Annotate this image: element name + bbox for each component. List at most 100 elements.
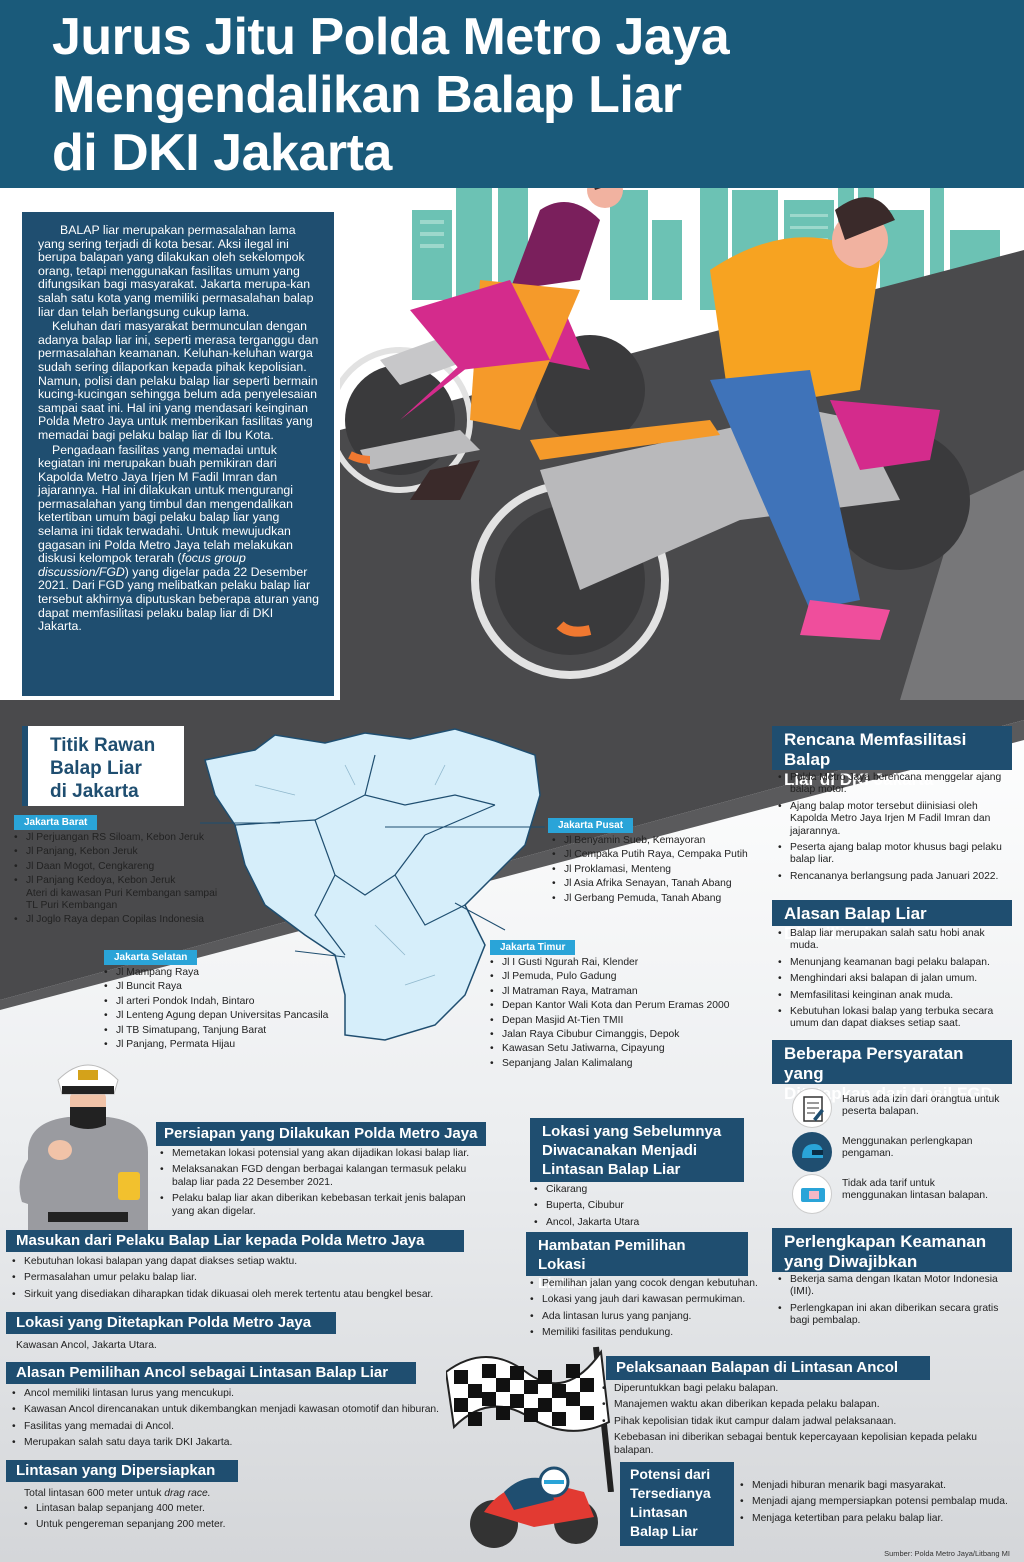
list-item: Cikarang	[534, 1184, 744, 1197]
list-item: Jl Pemuda, Pulo Gadung	[490, 971, 730, 984]
alasan-ancol-list: Ancol memiliki lintasan lurus yang mencu…	[12, 1388, 452, 1454]
titik-rawan-title: Titik Rawan Balap Liar di Jakarta	[22, 726, 184, 806]
list-item: Jl Daan Mogot, Cengkareng	[14, 861, 234, 874]
list-item: Pihak kepolisian tidak ikut campur dalam…	[602, 1416, 1014, 1429]
jakarta-pusat-label: Jakarta Pusat	[548, 818, 634, 833]
racing-riders-illustration	[340, 170, 970, 679]
list-item: Fasilitas yang memadai di Ancol.	[12, 1421, 452, 1434]
persyaratan-item: Menggunakan perlengkapan pengaman.	[842, 1136, 973, 1159]
list-item: Ancol, Jakarta Utara	[534, 1217, 744, 1230]
lintasan-total: Total lintasan 600 meter untuk drag race…	[24, 1488, 211, 1499]
list-item: Ajang balap motor tersebut diinisiasi ol…	[778, 801, 1008, 838]
persiapan-title: Persiapan yang Dilakukan Polda Metro Jay…	[156, 1122, 486, 1146]
list-item: Sepanjang Jalan Kalimalang	[490, 1058, 730, 1071]
title-line-1: Jurus Jitu Polda Metro Jaya	[52, 8, 730, 66]
list-item: Perlengkapan ini akan diberikan secara g…	[778, 1303, 1010, 1328]
list-item: Jl Panjang, Permata Hijau	[104, 1039, 344, 1052]
hambatan-list: Pemilihan jalan yang cocok dengan kebutu…	[530, 1278, 760, 1344]
list-item: Jl I Gusti Ngurah Rai, Klender	[490, 957, 730, 970]
list-item: Permasalahan umur pelaku balap liar.	[12, 1272, 467, 1285]
list-item: Ada lintasan lurus yang panjang.	[530, 1311, 760, 1324]
lokasi-ditetapkan-title: Lokasi yang Ditetapkan Polda Metro Jaya	[6, 1312, 336, 1334]
list-item: Kawasan Setu Jatiwarna, Cipayung	[490, 1043, 730, 1056]
document-icon	[792, 1088, 832, 1128]
list-item: Manajemen waktu akan diberikan kepada pe…	[602, 1399, 1014, 1412]
list-item: Depan Masjid At-Tien TMII	[490, 1015, 730, 1028]
list-item: Ancol memiliki lintasan lurus yang mencu…	[12, 1388, 452, 1401]
list-item: Kawasan Ancol direncanakan untuk dikemba…	[12, 1404, 452, 1417]
jakarta-barat-label: Jakarta Barat	[14, 815, 98, 830]
list-item: Jl Panjang, Kebon Jeruk	[14, 846, 234, 859]
list-item: Merupakan salah satu daya tarik DKI Jaka…	[12, 1437, 452, 1450]
potensi-list: Menjadi hiburan menarik bagi masyarakat.…	[740, 1480, 1020, 1529]
list-item: Jl Buncit Raya	[104, 981, 344, 994]
list-item: Jl Joglo Raya depan Copilas Indonesia	[14, 914, 234, 927]
list-item: Menghindari aksi balapan di jalan umum.	[778, 973, 1010, 986]
jakarta-map	[200, 728, 545, 1041]
list-item: Jalan Raya Cibubur Cimanggis, Depok	[490, 1029, 730, 1042]
list-item: Lokasi yang jauh dari kawasan permukiman…	[530, 1294, 760, 1307]
list-item: Memfasilitasi keinginan anak muda.	[778, 990, 1010, 1003]
list-item: Menjaga ketertiban para pelaku balap lia…	[740, 1513, 1020, 1526]
list-item: Diperuntukkan bagi pelaku balapan.	[602, 1383, 1014, 1396]
list-item: Menjadi ajang mempersiapkan potensi pemb…	[740, 1496, 1020, 1509]
jakarta-timur-list: Jl I Gusti Ngurah Rai, Klender Jl Pemuda…	[490, 957, 730, 1072]
list-item: Polda Metro Jaya berencana menggelar aja…	[778, 772, 1008, 797]
title-line-3: di DKI Jakarta	[52, 124, 392, 182]
lokasi-sebelumnya-list: Cikarang Buperta, Cibubur Ancol, Jakarta…	[534, 1184, 744, 1233]
perlengkapan-list: Bekerja sama dengan Ikatan Motor Indones…	[778, 1274, 1010, 1332]
list-item: Jl Benyamin Sueb, Kemayoran	[552, 835, 767, 848]
list-item: Buperta, Cibubur	[534, 1200, 744, 1213]
lintasan-title: Lintasan yang Dipersiapkan	[6, 1460, 238, 1482]
racer-illustration	[470, 1466, 598, 1548]
pelaksanaan-title: Pelaksanaan Balapan di Lintasan Ancol	[606, 1356, 930, 1380]
list-item: Balap liar merupakan salah satu hobi ana…	[778, 928, 1010, 953]
list-item: Kebutuhan lokasi balap yang terbuka seca…	[778, 1006, 1010, 1031]
masukan-list: Kebutuhan lokasi balapan yang dapat diak…	[12, 1256, 467, 1305]
list-item: Jl Mampang Raya	[104, 967, 344, 980]
list-item: Jl Perjuangan RS Siloam, Kebon Jeruk	[14, 832, 234, 845]
list-item: Jl Cempaka Putih Raya, Cempaka Putih	[552, 849, 767, 862]
list-item: Pemilihan jalan yang cocok dengan kebutu…	[530, 1278, 760, 1291]
intro-paragraph-2: Keluhan dari masyarakat bermunculan deng…	[38, 319, 319, 442]
pelaksanaan-list: Diperuntukkan bagi pelaku balapan. Manaj…	[602, 1383, 1014, 1461]
list-item: Untuk pengereman sepanjang 200 meter.	[24, 1519, 324, 1532]
list-item: Jl Proklamasi, Menteng	[552, 864, 767, 877]
list-item: Pelaku balap liar akan diberikan kebebas…	[160, 1193, 490, 1218]
rencana-list: Polda Metro Jaya berencana menggelar aja…	[778, 772, 1008, 887]
alasan-ancol-title: Alasan Pemilihan Ancol sebagai Lintasan …	[6, 1362, 416, 1384]
list-item: Peserta ajang balap motor khusus bagi pe…	[778, 842, 1008, 867]
jakarta-timur-label: Jakarta Timur	[490, 940, 576, 955]
list-item: Jl Asia Afrika Senayan, Tanah Abang	[552, 878, 767, 891]
list-item: Jl arteri Pondok Indah, Bintaro	[104, 996, 344, 1009]
persyaratan-item: Harus ada izin dari orangtua untuk peser…	[842, 1094, 1000, 1117]
list-item: Melaksanakan FGD dengan berbagai kalanga…	[160, 1164, 490, 1189]
list-item: Kebutuhan lokasi balapan yang dapat diak…	[12, 1256, 467, 1269]
list-item: Menunjang keamanan bagi pelaku balapan.	[778, 957, 1010, 970]
helmet-icon	[792, 1132, 832, 1172]
list-item: Memiliki fasilitas pendukung.	[530, 1327, 760, 1340]
ticket-icon	[792, 1174, 832, 1214]
title-line-2: Mengendalikan Balap Liar	[52, 66, 682, 124]
persiapan-list: Memetakan lokasi potensial yang akan dij…	[160, 1148, 490, 1222]
lokasi-ditetapkan-text: Kawasan Ancol, Jakarta Utara.	[16, 1340, 157, 1351]
alasan-difasilitasi-list: Balap liar merupakan salah satu hobi ana…	[778, 928, 1010, 1035]
alasan-difasilitasi-title: Alasan Balap Liar Difasilitasi	[772, 900, 1012, 943]
header-banner: Jurus Jitu Polda Metro Jaya Mengendalika…	[0, 0, 1024, 188]
list-item: Jl Matraman Raya, Matraman	[490, 986, 730, 999]
list-item: Bekerja sama dengan Ikatan Motor Indones…	[778, 1274, 1010, 1299]
page-title: Jurus Jitu Polda Metro Jaya Mengendalika…	[52, 8, 730, 182]
list-item: Jl Gerbang Pemuda, Tanah Abang	[552, 893, 767, 906]
list-item: Lintasan balap sepanjang 400 meter.	[24, 1503, 324, 1516]
list-item: Menjadi hiburan menarik bagi masyarakat.	[740, 1480, 1020, 1493]
jakarta-selatan-label: Jakarta Selatan	[104, 950, 198, 965]
intro-paragraph-1: BALAP liar merupakan permasalahan lama y…	[38, 223, 314, 319]
lintasan-list: Lintasan balap sepanjang 400 meter. Untu…	[24, 1503, 324, 1536]
